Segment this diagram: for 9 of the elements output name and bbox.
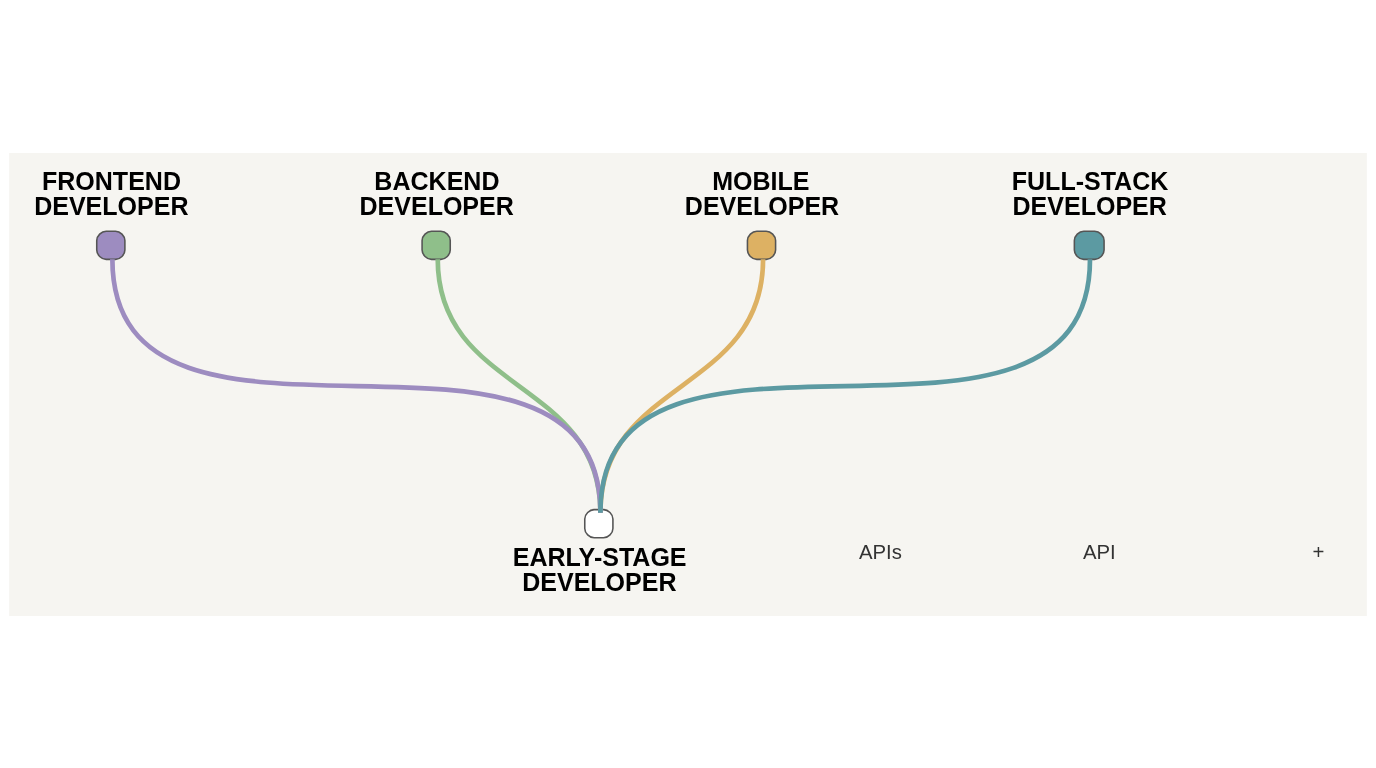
node-label: FRONTEND DEVELOPER bbox=[34, 166, 189, 220]
label: API bbox=[1083, 540, 1116, 563]
connector bbox=[598, 258, 1093, 513]
label: + bbox=[1312, 540, 1325, 563]
node-label: MOBILE DEVELOPER bbox=[684, 166, 840, 220]
node-label: BACKEND DEVELOPER bbox=[359, 166, 514, 220]
label: APIs bbox=[858, 540, 902, 563]
node-label: EARLY-STAGE DEVELOPER bbox=[512, 542, 687, 596]
node-label: FULL-STACK DEVELOPER bbox=[1011, 166, 1169, 220]
